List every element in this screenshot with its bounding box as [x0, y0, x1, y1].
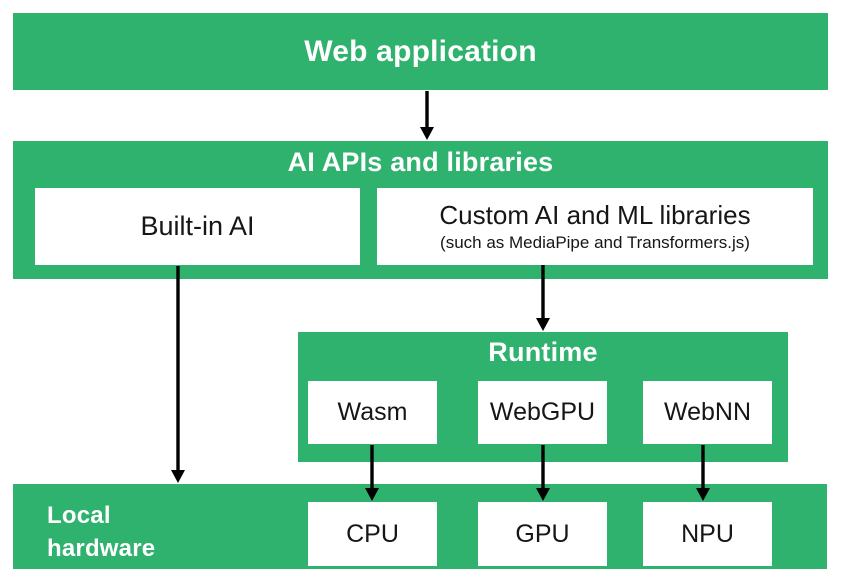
cpu-box: CPU — [308, 502, 437, 566]
built-in-ai-box: Built-in AI — [35, 188, 360, 265]
cpu-label: CPU — [346, 519, 399, 548]
built-in-ai-label: Built-in AI — [140, 211, 255, 241]
gpu-label: GPU — [515, 519, 570, 548]
webnn-box: WebNN — [643, 381, 772, 444]
custom-ai-ml-libraries-note: (such as MediaPipe and Transformers.js) — [440, 233, 750, 252]
webgpu-box: WebGPU — [478, 381, 607, 444]
webgpu-label: WebGPU — [489, 398, 596, 426]
ai-apis-title: AI APIs and libraries — [287, 147, 554, 177]
gpu-box: GPU — [478, 502, 607, 566]
custom-ai-ml-libraries-box: Custom AI and ML libraries (such as Medi… — [377, 188, 813, 265]
webnn-label: WebNN — [663, 398, 752, 426]
npu-label: NPU — [681, 519, 734, 548]
custom-ai-ml-libraries-label: Custom AI and ML libraries — [439, 200, 751, 230]
web-application-bar: Web application — [13, 13, 828, 90]
arrow-builtin-to-hardware-icon — [171, 266, 185, 483]
wasm-box: Wasm — [308, 381, 437, 444]
web-application-label: Web application — [304, 34, 537, 68]
wasm-label: Wasm — [337, 398, 408, 426]
runtime-title: Runtime — [488, 337, 598, 367]
local-hardware-title: Local hardware — [47, 502, 156, 562]
arrow-webapp-to-apis-icon — [420, 91, 434, 140]
npu-box: NPU — [643, 502, 772, 566]
